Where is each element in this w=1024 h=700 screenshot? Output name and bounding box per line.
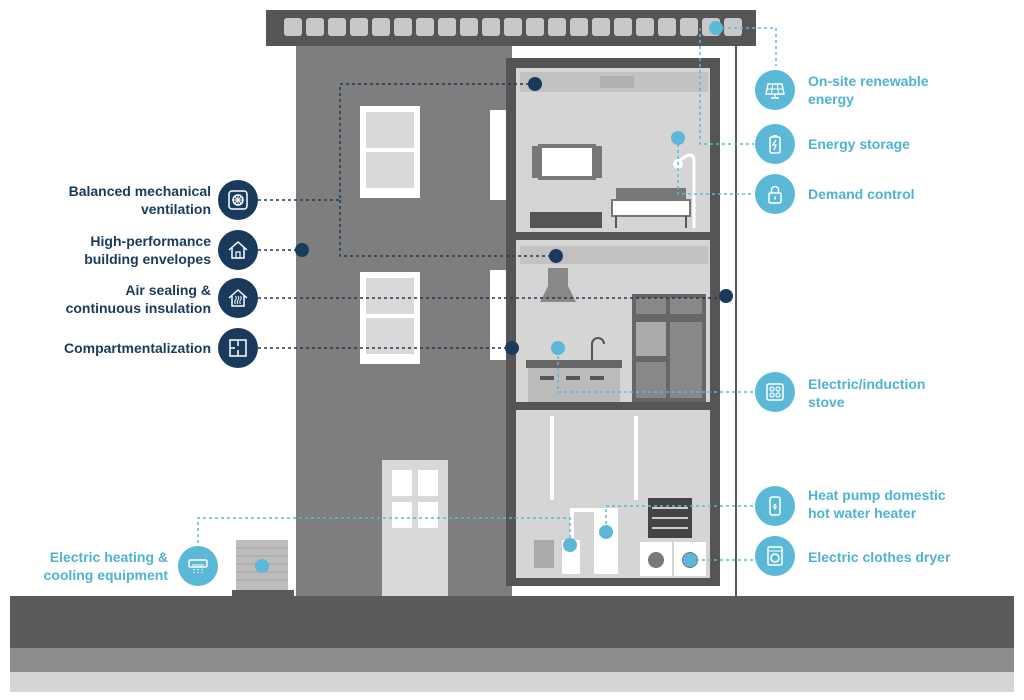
water-heater-icon xyxy=(755,486,795,526)
dryer-icon xyxy=(755,536,795,576)
label-compartmentalization: Compartmentalization xyxy=(63,340,211,356)
label-balanced-mechanical-ventilation: Balanced mechanical ventilation xyxy=(68,183,211,217)
ground-layer-base xyxy=(10,672,1014,692)
label-electric-induction-stove: Electric/induction stove xyxy=(808,376,926,410)
front-door xyxy=(382,460,448,596)
connector-lines-dark xyxy=(258,83,726,349)
solar-panel-icon xyxy=(755,70,795,110)
label-electric-clothes-dryer: Electric clothes dryer xyxy=(808,549,951,565)
kitchen-island xyxy=(526,360,622,368)
floorplan-icon xyxy=(218,328,258,368)
air-conditioner-icon xyxy=(178,546,218,586)
label-demand-control: Demand control xyxy=(808,186,915,202)
marker-dots xyxy=(255,21,733,573)
heat-house-icon xyxy=(218,278,258,318)
label-electric-heating-cooling: Electric heating & cooling equipment xyxy=(43,549,168,583)
ground-layer xyxy=(10,648,1014,672)
lock-icon xyxy=(755,174,795,214)
kitchen-cabinets xyxy=(632,294,706,402)
ground xyxy=(10,596,1014,648)
sofa xyxy=(611,188,691,228)
solar-panels xyxy=(284,18,742,36)
fan-icon xyxy=(218,180,258,220)
label-heat-pump-water-heater: Heat pump domestic hot water heater xyxy=(808,487,946,521)
battery-icon xyxy=(755,124,795,164)
label-air-sealing-continuous-insulation: Air sealing & continuous insulation xyxy=(65,282,211,316)
label-high-performance-building-envelopes: High-performance building envelopes xyxy=(84,233,211,267)
range-hood xyxy=(548,268,568,286)
label-on-site-renewable-energy: On-site renewable energy xyxy=(808,73,929,107)
stove-icon xyxy=(755,372,795,412)
water-heater-tank xyxy=(594,508,618,574)
tv-stand xyxy=(530,212,602,228)
facade-windows xyxy=(360,106,508,364)
television xyxy=(538,144,596,180)
connector-lines-light xyxy=(197,27,777,561)
pipes xyxy=(550,416,638,540)
house-icon xyxy=(218,230,258,270)
label-energy-storage: Energy storage xyxy=(808,136,910,152)
